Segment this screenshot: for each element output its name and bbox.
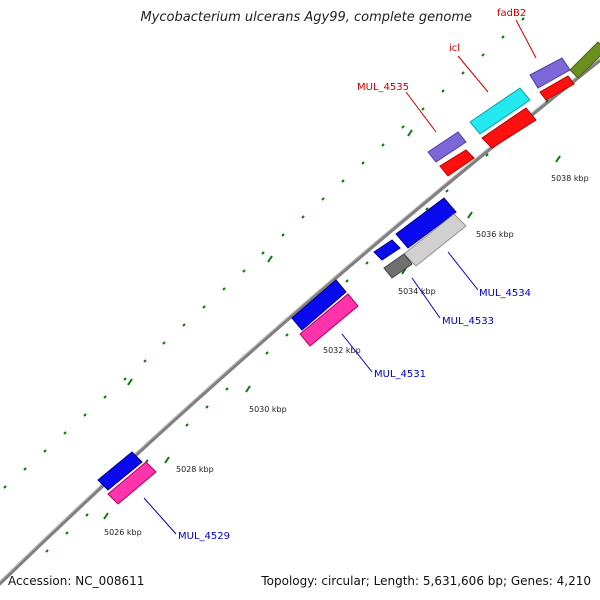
gene-feature-MUL_4531-blue[interactable] — [291, 279, 347, 331]
inner-strand-genes — [97, 197, 467, 505]
gene-label-fadB2: fadB2 — [497, 8, 526, 19]
genome-summary-text: Topology: circular; Length: 5,631,606 bp… — [261, 574, 591, 588]
gene-feature-MUL_4533-grey[interactable] — [383, 253, 413, 279]
gene-feature-MUL_4531-pink[interactable] — [299, 293, 359, 347]
tick-label-5038: 5038 kbp — [551, 174, 589, 183]
outer-strand-genes — [427, 41, 600, 177]
gene-feature-MUL_4534-grey[interactable] — [403, 213, 467, 267]
gene-label-MUL_4529: MUL_4529 — [178, 531, 230, 542]
gene-feature-fadB2-red[interactable] — [539, 75, 575, 101]
tick-labels: 5026 kbp 5028 kbp 5030 kbp 5032 kbp 5034… — [104, 174, 589, 537]
gene-feature-olive[interactable] — [569, 41, 600, 79]
tick-label-5036: 5036 kbp — [476, 230, 514, 239]
gene-label-MUL_4535: MUL_4535 — [357, 82, 409, 93]
tick-label-5026: 5026 kbp — [104, 528, 142, 537]
gene-feature-icl-red[interactable] — [481, 107, 537, 149]
tick-label-5032: 5032 kbp — [323, 346, 361, 355]
gene-feature-MUL_4534-blue[interactable] — [395, 197, 457, 249]
tick-label-5028: 5028 kbp — [176, 465, 214, 474]
gene-feature-icl[interactable] — [469, 87, 531, 135]
label-leader-lines — [143, 19, 537, 535]
outer-tick-ring — [3, 17, 525, 489]
gene-labels: fadB2 icl MUL_4535 MUL_4534 MUL_4533 MUL… — [178, 8, 531, 542]
map-title: Mycobacterium ulcerans Agy99, complete g… — [140, 10, 472, 25]
gene-feature-MUL_4535[interactable] — [427, 131, 467, 163]
gene-feature-MUL_4533-blue[interactable] — [373, 239, 401, 261]
accession-text: Accession: NC_008611 — [8, 574, 145, 588]
gene-feature-MUL_4529-blue[interactable] — [97, 451, 143, 491]
gene-feature-MUL_4535-red[interactable] — [439, 149, 475, 177]
gene-label-MUL_4533: MUL_4533 — [442, 316, 494, 327]
tick-label-5030: 5030 kbp — [249, 405, 287, 414]
gene-label-MUL_4534: MUL_4534 — [479, 288, 531, 299]
gene-label-MUL_4531: MUL_4531 — [374, 369, 426, 380]
gene-feature-fadB2[interactable] — [529, 57, 571, 89]
tick-label-5034: 5034 kbp — [398, 287, 436, 296]
gene-feature-MUL_4529-pink[interactable] — [107, 461, 157, 505]
gene-label-icl: icl — [449, 43, 460, 54]
